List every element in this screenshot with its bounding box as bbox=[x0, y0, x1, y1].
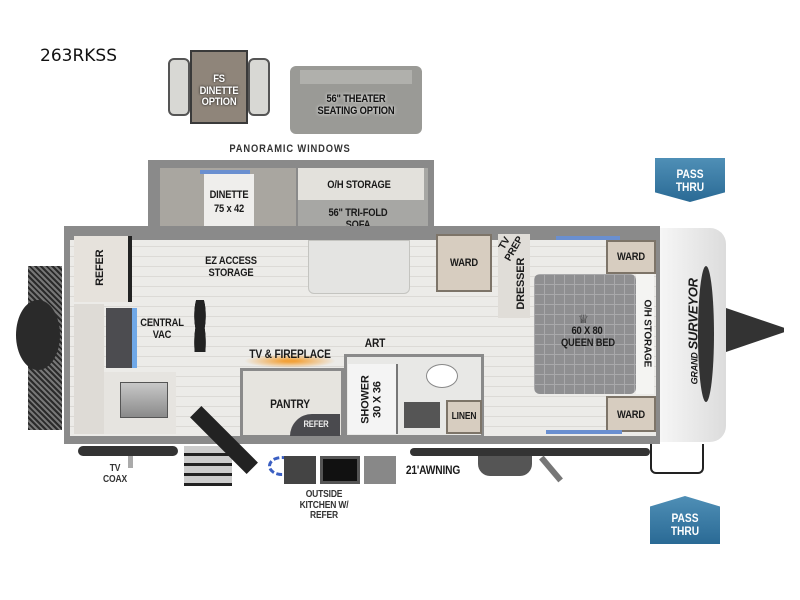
bed-headboard bbox=[636, 274, 654, 394]
outside-kitchen bbox=[268, 456, 398, 486]
pass-thru-top: PASS THRU bbox=[655, 158, 725, 202]
queen-bed-label: QUEEN BED bbox=[560, 337, 616, 349]
chair-icon bbox=[248, 58, 270, 116]
front-cap: GRAND SURVEYOR bbox=[660, 228, 726, 442]
ward-mid-cabinet bbox=[436, 234, 492, 292]
sofa-extended bbox=[308, 240, 410, 294]
theater-seating-label: 56" THEATER SEATING OPTION bbox=[317, 93, 395, 117]
rear-awning-bar bbox=[78, 446, 178, 456]
bath-sink-icon bbox=[404, 402, 440, 428]
brand-logo: GRAND SURVEYOR bbox=[685, 271, 702, 391]
tv-coax-label: TV COAX bbox=[103, 463, 127, 485]
central-vac-label: CENTRAL VAC bbox=[140, 317, 184, 341]
wheel-well bbox=[478, 456, 532, 476]
awning-label: 21'AWNING bbox=[405, 463, 461, 477]
toilet-icon bbox=[426, 364, 458, 388]
propane-bracket bbox=[650, 444, 704, 474]
window-icon bbox=[556, 236, 620, 240]
refer-label: REFER bbox=[94, 249, 107, 286]
stove bbox=[106, 308, 137, 368]
crown-icon: ♕ bbox=[578, 312, 589, 326]
entry-steps bbox=[184, 446, 232, 486]
oh-storage-cabinet bbox=[298, 168, 424, 200]
linen-label: LINEN bbox=[451, 411, 477, 422]
ward-mid-label: WARD bbox=[450, 257, 478, 269]
counter bbox=[74, 304, 104, 434]
hitch-icon bbox=[726, 308, 784, 352]
ez-access-storage-label: EZ ACCESS STORAGE bbox=[205, 255, 257, 279]
dinette-size-label: 75 x 42 bbox=[213, 203, 245, 215]
oh-storage-front-label: O/H STORAGE bbox=[641, 299, 653, 368]
kitchen-counter bbox=[364, 456, 396, 484]
pass-thru-bottom-label: PASS THRU bbox=[670, 511, 700, 539]
awning-arm bbox=[539, 455, 563, 483]
sink-icon bbox=[120, 382, 168, 418]
oh-storage-top-label: O/H STORAGE bbox=[327, 179, 391, 191]
dresser-label: DRESSER bbox=[515, 257, 528, 310]
spare-tire bbox=[16, 300, 60, 370]
shower-size: 30 X 36 bbox=[371, 381, 383, 418]
shower-text: SHOWER bbox=[359, 375, 372, 424]
footprint-icon bbox=[190, 300, 210, 352]
pantry-refer bbox=[290, 414, 340, 436]
pantry-refer-label: REFER bbox=[303, 419, 329, 429]
fs-dinette-label: FS DINETTE OPTION bbox=[199, 73, 239, 109]
tv-coax-plug bbox=[128, 456, 133, 468]
linen-cabinet bbox=[446, 400, 482, 434]
ward-top-cabinet bbox=[606, 240, 656, 274]
kitchen-sink-counter bbox=[104, 372, 176, 434]
outside-kitchen-label: OUTSIDE KITCHEN W/ REFER bbox=[299, 489, 349, 521]
model-name: 263RKSS bbox=[40, 46, 117, 66]
window-icon bbox=[546, 430, 622, 434]
chair-icon bbox=[168, 58, 190, 116]
dresser bbox=[498, 234, 530, 318]
ward-top-label: WARD bbox=[617, 251, 645, 263]
sofa-label: 56" TRI-FOLD SOFA bbox=[328, 207, 388, 231]
pass-thru-bottom: PASS THRU bbox=[650, 496, 720, 544]
art-label: ART bbox=[364, 336, 386, 350]
shower-label: SHOWER 30 X 36 bbox=[359, 368, 383, 432]
pass-thru-top-label: PASS THRU bbox=[675, 167, 705, 195]
bed-size-label: 60 X 80 bbox=[571, 325, 603, 337]
refrigerator bbox=[74, 236, 132, 302]
front-cap-swoosh bbox=[698, 266, 714, 402]
window-icon bbox=[200, 170, 250, 174]
theater-seating-option: 56" THEATER SEATING OPTION bbox=[290, 66, 422, 134]
brand-small: GRAND bbox=[689, 352, 700, 385]
ward-bottom-label: WARD bbox=[617, 409, 645, 421]
outside-refer bbox=[320, 456, 360, 484]
awning-bar bbox=[410, 448, 650, 456]
brand-large: SURVEYOR bbox=[685, 278, 701, 350]
fs-dinette-option: FS DINETTE OPTION bbox=[168, 50, 270, 124]
shower bbox=[348, 364, 398, 434]
kitchen-drawer bbox=[284, 456, 316, 484]
ward-bottom-cabinet bbox=[606, 396, 656, 432]
fireplace-glow bbox=[244, 354, 336, 368]
panoramic-windows-label: PANORAMIC WINDOWS bbox=[229, 143, 351, 155]
table-icon bbox=[190, 50, 248, 124]
pantry-label: PANTRY bbox=[270, 397, 310, 411]
tv-fireplace-label: TV & FIREPLACE bbox=[249, 347, 331, 361]
queen-bed bbox=[534, 274, 636, 394]
dinette-label: DINETTE bbox=[209, 189, 249, 201]
